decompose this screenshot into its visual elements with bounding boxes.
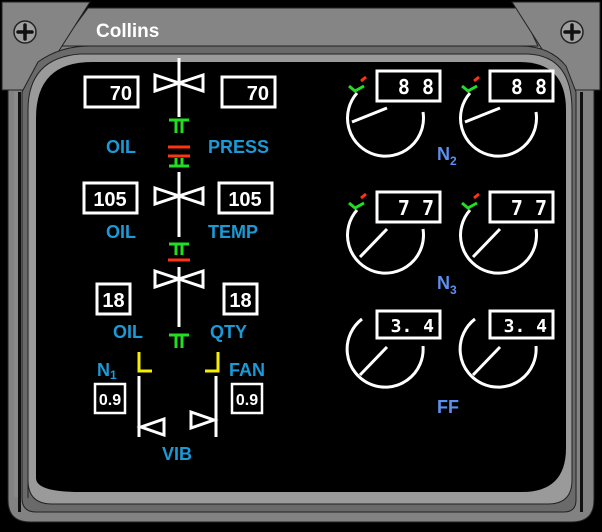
- connector-green-icon: [169, 118, 189, 133]
- oil-press-left-box: [83, 75, 140, 109]
- screw-icon-right: [560, 20, 584, 44]
- yellow-bracket-right: [205, 352, 220, 373]
- n2-gauge-left: 8 8: [346, 69, 442, 158]
- oil-temp-label-left: OIL: [106, 222, 136, 242]
- valve-icon-temp: [153, 185, 205, 207]
- connector-green-icon: [169, 333, 189, 348]
- oil-press-right-value: 70: [247, 83, 269, 105]
- valve-icon-qty: [153, 268, 205, 290]
- brand-label: Collins: [96, 21, 159, 42]
- vib-pointer-left-icon: [136, 416, 166, 438]
- oil-temp-right-box: [217, 181, 274, 215]
- oil-qty-label-left: OIL: [113, 322, 143, 342]
- oil-temp-left-box: [82, 181, 139, 215]
- n3-left-value: 7 7: [398, 196, 434, 220]
- n2-left-value: 8 8: [398, 75, 434, 99]
- ff-left-value: 3. 4: [391, 316, 435, 337]
- ff-right-value: 3. 4: [504, 316, 548, 337]
- n3-label: N3: [437, 273, 457, 297]
- n2-right-value: 8 8: [511, 75, 547, 99]
- oil-press-right-box: [220, 75, 277, 109]
- oil-system-panel: 70 70 OIL PRESS 105 105 OIL TEMP 18 18 O…: [82, 58, 277, 464]
- oil-press-label-right: PRESS: [208, 137, 269, 157]
- valve-icon-press: [153, 72, 205, 94]
- n2-gauge-right: 8 8: [459, 69, 555, 158]
- oil-qty-right-value: 18: [229, 290, 251, 312]
- screen: [36, 62, 566, 492]
- oil-qty-left-box: [95, 282, 132, 316]
- ff-gauge-left: 3. 4: [345, 309, 442, 389]
- vib-right-value: 0.9: [236, 392, 258, 409]
- connector-green-icon: [169, 158, 189, 168]
- yellow-bracket-left: [137, 352, 152, 373]
- n3-gauge-left: 7 7: [346, 190, 442, 275]
- oil-qty-label-right: QTY: [210, 322, 247, 342]
- n1-label: N1: [97, 360, 117, 382]
- oil-qty-right-box: [222, 282, 259, 316]
- fan-label: FAN: [229, 360, 265, 380]
- vib-pointer-right-icon: [189, 409, 219, 431]
- vib-left-value: 0.9: [99, 392, 121, 409]
- connector-green-icon: [169, 242, 189, 255]
- ff-label: FF: [437, 397, 459, 417]
- vib-left-box: [93, 382, 127, 415]
- oil-press-left-value: 70: [110, 83, 132, 105]
- oil-qty-left-value: 18: [102, 290, 124, 312]
- oil-temp-label-right: TEMP: [208, 222, 258, 242]
- vib-right-box: [230, 382, 264, 415]
- vib-label: VIB: [162, 444, 192, 464]
- oil-temp-right-value: 105: [228, 189, 261, 211]
- n3-right-value: 7 7: [511, 196, 547, 220]
- n2-label: N2: [437, 144, 457, 168]
- oil-temp-left-value: 105: [93, 189, 126, 211]
- oil-press-label-left: OIL: [106, 137, 136, 157]
- ff-gauge-right: 3. 4: [458, 309, 555, 389]
- screw-icon-left: [13, 20, 37, 44]
- n3-gauge-right: 7 7: [459, 190, 555, 275]
